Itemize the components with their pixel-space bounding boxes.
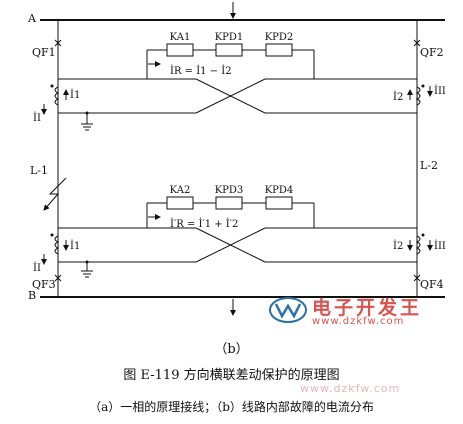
relay-box-kpd4 (265, 196, 293, 210)
ct-coil-bottom-left (54, 235, 60, 255)
current-i1-bottom-left: İ1 (70, 241, 81, 252)
current-iI-top-left: İI (33, 113, 41, 124)
current-iII-bottom-right: İII (434, 241, 446, 252)
fault-mark (43, 177, 67, 211)
bus-a-label: A (28, 12, 36, 25)
kpd2-label: KPD2 (264, 32, 294, 43)
current-i2-bottom-right: İ2 (393, 241, 404, 252)
qf3-mark (54, 274, 62, 282)
watermark-logo (268, 296, 308, 324)
figure-caption-title: 图 E-119 方向横联差动保护的原理图 (123, 368, 340, 383)
line-l2-label: L-2 (420, 159, 439, 172)
equation-top: İR = İ1 − İ2 (170, 66, 232, 77)
equation-bottom: İ′R = İ′1 + İ′2 (170, 219, 239, 230)
relay-box-kpd1 (215, 43, 243, 57)
qf4-label: QF4 (420, 278, 444, 291)
relay-box-kpd2 (265, 43, 293, 57)
ka2-label: KA2 (169, 185, 191, 196)
qf4-mark (413, 274, 421, 282)
watermark-w-icon (269, 297, 307, 323)
cross-wire-bottom-2 (195, 227, 266, 263)
qf1-label: QF1 (32, 46, 56, 59)
cross-wire-top-2 (195, 78, 266, 114)
kpd4-label: KPD4 (264, 185, 294, 196)
ct-coil-bottom-right (415, 235, 421, 255)
qf2-label: QF2 (420, 46, 444, 59)
ct-coil-top-right (415, 86, 421, 106)
figure-caption-subtitle: （a）一相的原理接线；（b）线路内部故障的电流分布 (89, 400, 374, 414)
kpd3-label: KPD3 (214, 185, 244, 196)
line-l1-label: L-1 (30, 164, 49, 177)
ka1-label: KA1 (169, 32, 191, 43)
subfigure-label: （b） (214, 342, 249, 357)
current-i1-top-left: İ1 (70, 90, 81, 101)
watermark-url-faint: www.dzkfw.com (300, 382, 401, 395)
qf1-mark (54, 39, 62, 47)
current-i2-top-right: İ2 (393, 92, 404, 103)
qf3-label: QF3 (32, 278, 56, 291)
relay-box-ka1 (166, 43, 194, 57)
ct-coil-top-left (54, 86, 60, 106)
kpd1-label: KPD1 (214, 32, 244, 43)
watermark-url: www.dzkfw.com (312, 316, 405, 327)
circuit-diagram (40, 2, 445, 316)
current-iII-top-right: İII (434, 86, 446, 97)
watermark-logo-text: 电子开发王 (312, 297, 423, 319)
relay-box-ka2 (166, 196, 194, 210)
relay-box-kpd3 (215, 196, 243, 210)
current-iI-bottom-left: İI (33, 263, 41, 274)
qf2-mark (413, 39, 421, 47)
bus-b-label: B (28, 289, 37, 302)
